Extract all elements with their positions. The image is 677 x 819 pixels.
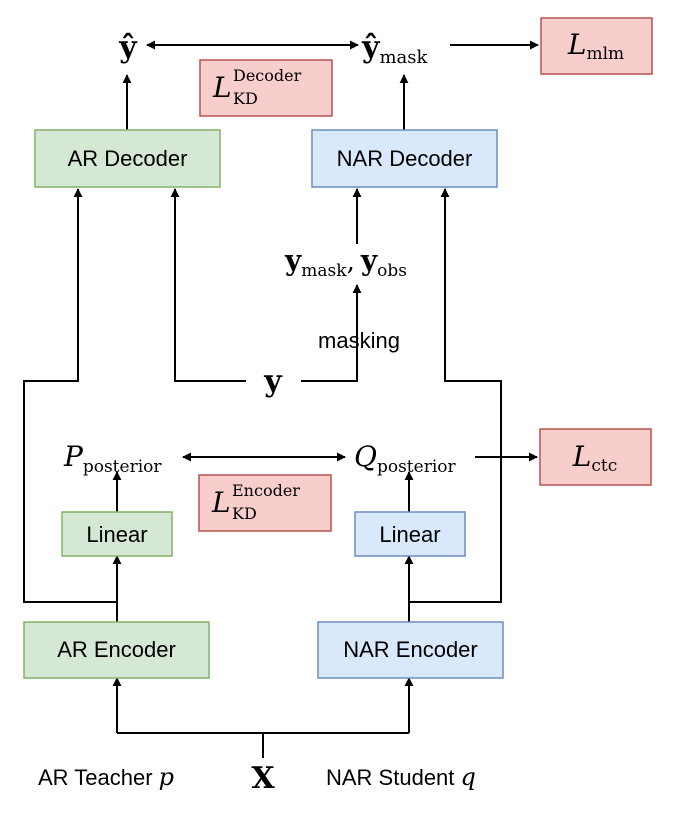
loss-kd-decoder-base: L: [212, 71, 232, 104]
nar-encoder-label: NAR Encoder: [343, 637, 478, 662]
loss-ctc-box: Lctc: [539, 428, 652, 486]
loss-kd-encoder-sub: KD: [232, 504, 257, 523]
nar-linear-box: Linear: [354, 511, 466, 557]
ar-encoder-to-ar-decoder-line: [23, 188, 117, 603]
loss-kd-decoder-box: L Decoder KD: [199, 59, 333, 117]
ar-decoder-label: AR Decoder: [68, 146, 188, 171]
loss-ctc-label: Lctc: [572, 440, 617, 476]
y-to-ar-decoder-line: [170, 188, 246, 382]
loss-kd-encoder-box: L Encoder KD: [198, 474, 332, 532]
ar-teacher-label: AR Teacher p: [38, 763, 174, 791]
nar-student-label: NAR Student q: [326, 763, 476, 791]
ar-encoder-box: AR Encoder: [23, 621, 210, 679]
loss-mlm-label: Lmlm: [567, 28, 624, 64]
y-hat-mask-label: ŷmask: [361, 30, 428, 68]
nar-linear-label: Linear: [379, 522, 440, 547]
q-posterior-label: Qposterior: [354, 440, 457, 477]
nar-decoder-box: NAR Decoder: [311, 129, 498, 188]
loss-kd-decoder-sub: KD: [233, 89, 258, 108]
nar-decoder-label: NAR Decoder: [337, 146, 473, 171]
ar-encoder-label: AR Encoder: [57, 637, 176, 662]
loss-kd-decoder-sup: Decoder: [233, 66, 302, 85]
loss-kd-encoder-sup: Encoder: [232, 481, 300, 500]
loss-mlm-box: Lmlm: [540, 17, 653, 75]
loss-kd-encoder-base: L: [211, 486, 231, 519]
y-to-masking-line: [301, 284, 362, 382]
ar-decoder-box: AR Decoder: [34, 129, 221, 188]
y-hat-label: ŷ: [118, 30, 138, 65]
nar-encoder-to-nar-decoder-line: [409, 188, 502, 603]
connectors: [23, 40, 539, 758]
y-mask-obs-label: ymask,yobs: [284, 244, 407, 281]
p-posterior-label: Pposterior: [63, 440, 162, 477]
ar-linear-label: Linear: [86, 522, 147, 547]
nar-encoder-box: NAR Encoder: [317, 621, 504, 679]
y-label: y: [263, 364, 283, 399]
x-input-label: X: [251, 761, 275, 796]
ar-linear-box: Linear: [61, 511, 173, 557]
masking-label: masking: [318, 328, 400, 353]
